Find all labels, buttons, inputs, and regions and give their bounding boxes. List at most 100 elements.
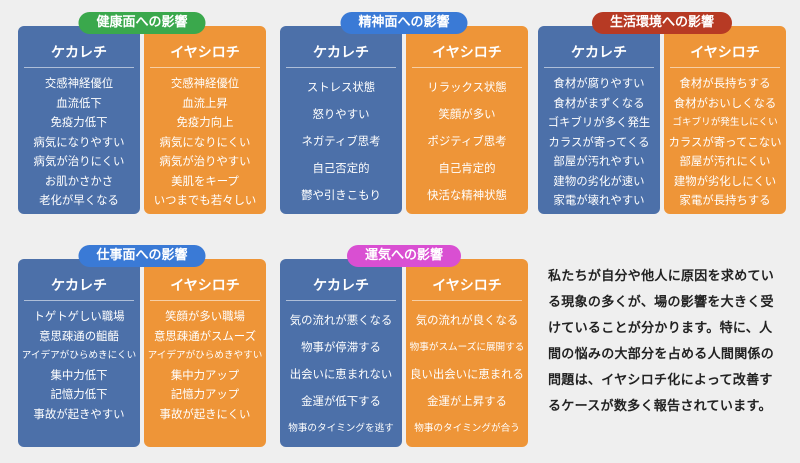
column-header: イヤシロチ bbox=[412, 271, 522, 301]
section-title: 運気への影響 bbox=[346, 245, 462, 267]
column-header: イヤシロチ bbox=[150, 271, 260, 301]
list-item: 家電が壊れやすい bbox=[553, 193, 645, 207]
column-header: イヤシロチ bbox=[150, 38, 260, 68]
list-item: 鬱や引きこもり bbox=[301, 188, 381, 202]
list-item: 建物が劣化しにくい bbox=[673, 173, 777, 188]
list-item: 交感神経優位 bbox=[170, 76, 240, 90]
list-item: 物事のタイミングが合う bbox=[414, 423, 520, 434]
list-item: 快活な精神状態 bbox=[427, 188, 507, 202]
list-item: 交感神経優位 bbox=[44, 76, 114, 90]
kekarechi-column: ケカレチ 食材が腐りやすい食材がまずくなるゴキブリが多く発生カラスが寄ってくる部… bbox=[538, 26, 660, 214]
list-item: 建物の劣化が速い bbox=[553, 173, 645, 188]
list-item: カラスが寄ってこない bbox=[668, 134, 782, 149]
list-item: 金運が低下する bbox=[301, 394, 381, 408]
list-item: 出会いに恵まれない bbox=[289, 367, 393, 381]
list-item: ポジティブ思考 bbox=[427, 134, 507, 148]
kekarechi-column: ケカレチ 気の流れが悪くなる物事が停滞する出会いに恵まれない金運が低下する物事の… bbox=[280, 259, 402, 447]
list-item: 集中力アップ bbox=[170, 367, 240, 382]
list-item: 血流低下 bbox=[56, 95, 102, 110]
list-item: 病気になりにくい bbox=[159, 134, 251, 149]
list-item: お肌かさかさ bbox=[44, 173, 114, 188]
iyashirochi-column: イヤシロチ 交感神経優位血流上昇免疫力向上病気になりにくい病気が治りやすい美肌を… bbox=[144, 26, 266, 214]
list-item: 血流上昇 bbox=[182, 95, 228, 110]
list-item: 意思疎通がスムーズ bbox=[154, 328, 256, 343]
columns: ケカレチ トゲトゲしい職場意思疎通の齟齬アイデアがひらめきにくい集中力低下記憶力… bbox=[18, 259, 266, 447]
iyashirochi-column: イヤシロチ リラックス状態笑顔が多いポジティブ思考自己肯定的快活な精神状態 bbox=[406, 26, 528, 214]
kekarechi-column: ケカレチ ストレス状態怒りやすいネガティブ思考自己否定的鬱や引きこもり bbox=[280, 26, 402, 214]
iyashirochi-column: イヤシロチ 食材が長持ちする食材がおいしくなるゴキブリが発生しにくいカラスが寄っ… bbox=[664, 26, 786, 214]
column-header: ケカレチ bbox=[286, 38, 396, 68]
column-header: ケカレチ bbox=[544, 38, 654, 68]
list-item: 老化が早くなる bbox=[39, 193, 119, 207]
list-item: 免疫力向上 bbox=[176, 115, 234, 129]
item-list: 気の流れが悪くなる物事が停滞する出会いに恵まれない金運が低下する物事のタイミング… bbox=[280, 301, 402, 442]
item-list: 交感神経優位血流低下免疫力低下病気になりやすい病気が治りにくいお肌かさかさ老化が… bbox=[18, 68, 140, 211]
list-item: 事故が起きやすい bbox=[33, 406, 125, 421]
item-list: 気の流れが良くなる物事がスムーズに展開する良い出会いに恵まれる金運が上昇する物事… bbox=[406, 301, 528, 442]
item-list: 笑顔が多い職場意思疎通がスムーズアイデアがひらめきやすい集中力アップ記憶力アップ… bbox=[144, 301, 266, 424]
kekarechi-column: ケカレチ 交感神経優位血流低下免疫力低下病気になりやすい病気が治りにくいお肌かさ… bbox=[18, 26, 140, 214]
list-item: 自己否定的 bbox=[312, 161, 370, 175]
list-item: カラスが寄ってくる bbox=[548, 134, 650, 149]
item-list: ストレス状態怒りやすいネガティブ思考自己否定的鬱や引きこもり bbox=[280, 68, 402, 209]
kekarechi-column: ケカレチ トゲトゲしい職場意思疎通の齟齬アイデアがひらめきにくい集中力低下記憶力… bbox=[18, 259, 140, 447]
item-list: トゲトゲしい職場意思疎通の齟齬アイデアがひらめきにくい集中力低下記憶力低下事故が… bbox=[18, 301, 140, 424]
list-item: 食材がまずくなる bbox=[553, 95, 645, 110]
list-item: 病気が治りやすい bbox=[159, 154, 251, 168]
list-item: アイデアがひらめきやすい bbox=[147, 350, 263, 361]
list-item: 部屋が汚れやすい bbox=[553, 154, 645, 168]
section-title: 仕事面への影響 bbox=[78, 245, 206, 267]
list-item: 部屋が汚れにくい bbox=[679, 154, 771, 168]
item-list: リラックス状態笑顔が多いポジティブ思考自己肯定的快活な精神状態 bbox=[406, 68, 528, 209]
list-item: 気の流れが良くなる bbox=[415, 313, 519, 327]
list-item: 物事のタイミングを逃す bbox=[288, 423, 394, 434]
list-item: ネガティブ思考 bbox=[301, 134, 381, 148]
list-item: 免疫力低下 bbox=[50, 115, 108, 129]
list-item: ゴキブリが多く発生 bbox=[547, 115, 651, 129]
list-item: 金運が上昇する bbox=[427, 394, 507, 408]
summary-paragraph: 私たちが自分や他人に原因を求めている現象の多くが、場の影響を大きく受けていること… bbox=[548, 269, 775, 414]
list-item: 食材が長持ちする bbox=[679, 76, 771, 90]
list-item: 気の流れが悪くなる bbox=[289, 313, 393, 327]
list-item: 食材が腐りやすい bbox=[553, 76, 645, 90]
column-header: ケカレチ bbox=[24, 271, 134, 301]
columns: ケカレチ 気の流れが悪くなる物事が停滞する出会いに恵まれない金運が低下する物事の… bbox=[280, 259, 528, 447]
list-item: ストレス状態 bbox=[306, 80, 376, 94]
list-item: 物事がスムーズに展開する bbox=[409, 342, 525, 353]
item-list: 食材が腐りやすい食材がまずくなるゴキブリが多く発生カラスが寄ってくる部屋が汚れや… bbox=[538, 68, 660, 211]
list-item: 事故が起きにくい bbox=[159, 406, 251, 421]
column-header: ケカレチ bbox=[286, 271, 396, 301]
list-item: 良い出会いに恵まれる bbox=[410, 367, 524, 381]
column-header: ケカレチ bbox=[24, 38, 134, 68]
iyashirochi-column: イヤシロチ 笑顔が多い職場意思疎通がスムーズアイデアがひらめきやすい集中力アップ… bbox=[144, 259, 266, 447]
item-list: 交感神経優位血流上昇免疫力向上病気になりにくい病気が治りやすい美肌をキープいつま… bbox=[144, 68, 266, 211]
list-item: 食材がおいしくなる bbox=[673, 95, 777, 110]
list-item: 病気になりやすい bbox=[33, 134, 125, 149]
columns: ケカレチ 交感神経優位血流低下免疫力低下病気になりやすい病気が治りにくいお肌かさ… bbox=[18, 26, 266, 214]
list-item: 笑顔が多い職場 bbox=[165, 309, 245, 323]
list-item: 家電が長持ちする bbox=[679, 193, 771, 207]
columns: ケカレチ 食材が腐りやすい食材がまずくなるゴキブリが多く発生カラスが寄ってくる部… bbox=[538, 26, 786, 214]
list-item: 病気が治りにくい bbox=[33, 154, 125, 168]
section-title: 精神面への影響 bbox=[340, 12, 468, 34]
list-item: ゴキブリが発生しにくい bbox=[672, 117, 778, 128]
list-item: 記憶力アップ bbox=[170, 387, 240, 401]
list-item: 集中力低下 bbox=[50, 367, 108, 382]
list-item: 自己肯定的 bbox=[438, 161, 496, 175]
list-item: 怒りやすい bbox=[312, 107, 370, 121]
iyashirochi-column: イヤシロチ 気の流れが良くなる物事がスムーズに展開する良い出会いに恵まれる金運が… bbox=[406, 259, 528, 447]
list-item: 笑顔が多い bbox=[438, 107, 496, 121]
item-list: 食材が長持ちする食材がおいしくなるゴキブリが発生しにくいカラスが寄ってこない部屋… bbox=[664, 68, 786, 211]
columns: ケカレチ ストレス状態怒りやすいネガティブ思考自己否定的鬱や引きこもり イヤシロ… bbox=[280, 26, 528, 214]
list-item: 美肌をキープ bbox=[171, 173, 239, 188]
list-item: アイデアがひらめきにくい bbox=[21, 350, 137, 361]
list-item: トゲトゲしい職場 bbox=[33, 309, 125, 323]
list-item: 物事が停滞する bbox=[301, 340, 381, 354]
list-item: リラックス状態 bbox=[427, 80, 507, 94]
column-header: イヤシロチ bbox=[412, 38, 522, 68]
column-header: イヤシロチ bbox=[670, 38, 780, 68]
list-item: 記憶力低下 bbox=[50, 387, 108, 401]
section-title: 健康面への影響 bbox=[78, 12, 206, 34]
list-item: いつまでも若々しい bbox=[153, 193, 257, 207]
list-item: 意思疎通の齟齬 bbox=[39, 328, 119, 343]
